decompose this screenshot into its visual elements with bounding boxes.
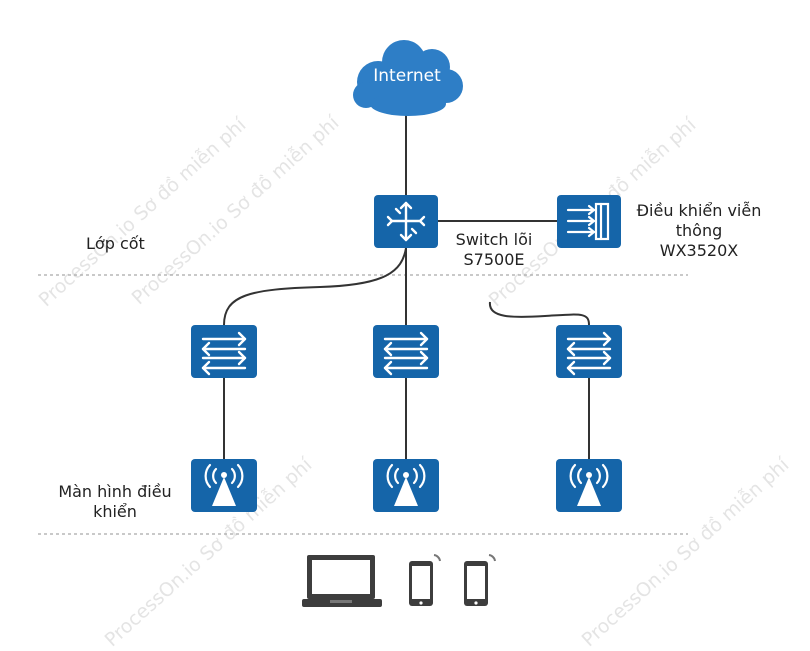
controller-label: Điều khiển viễn thông WX3520X (626, 201, 772, 261)
switch-icon (556, 325, 622, 378)
access-point-icon (191, 459, 257, 512)
core-switch-label-line2: S7500E (463, 250, 525, 269)
laptop-icon (302, 555, 382, 607)
switch-icon (191, 325, 257, 378)
controller-label-line1: Điều khiển viễn (636, 201, 762, 220)
link-core-switch-right (488, 301, 590, 326)
router-icon (374, 195, 438, 248)
internet-label: Internet (373, 66, 441, 86)
access-point-icon (556, 459, 622, 512)
access-point-icon (373, 459, 439, 512)
access-layer-label-line2: khiển (93, 502, 137, 521)
core-switch-label-line1: Switch lõi (455, 230, 533, 249)
link-core-switch-left (223, 247, 407, 326)
wireless-controller-icon (557, 195, 621, 248)
access-layer-label-line1: Màn hình điều (58, 482, 172, 501)
core-layer-label: Lớp cốt (86, 234, 145, 253)
access-layer-label: Màn hình điều khiển (40, 482, 190, 522)
phone-icon (464, 554, 496, 606)
controller-label-line3: WX3520X (659, 241, 739, 260)
core-switch-label: Switch lõi S7500E (440, 230, 548, 270)
cloud-icon (353, 40, 463, 116)
switch-icon (373, 325, 439, 378)
phone-icon (409, 554, 441, 606)
controller-label-line2: thông (675, 221, 723, 240)
